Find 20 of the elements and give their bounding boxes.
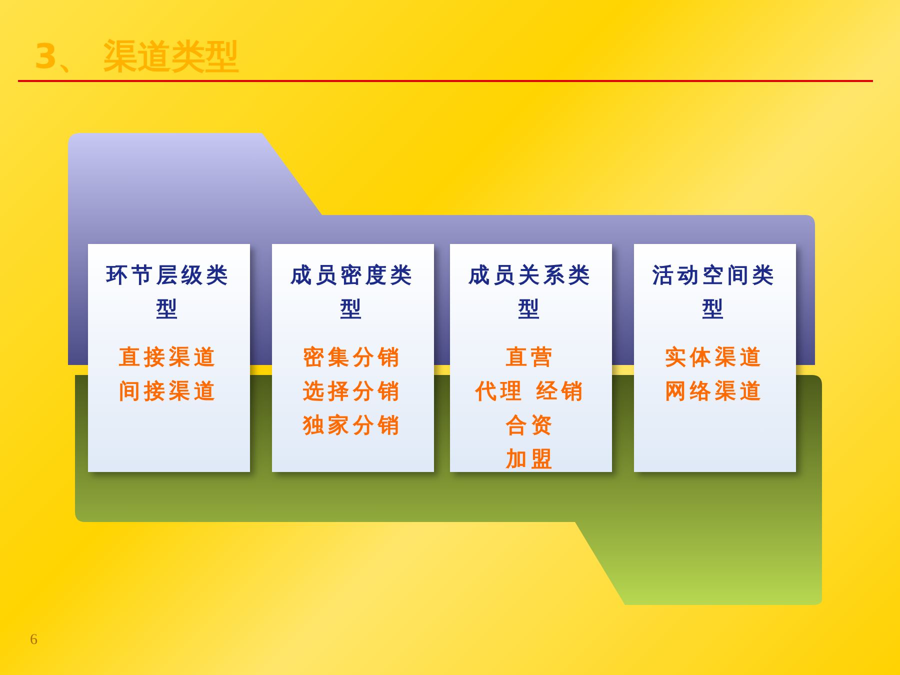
channel-type: 代理 经销 [475,377,587,405]
card-heading: 成员关系类型 [467,261,594,323]
channel-type: 实体渠道 [665,343,765,371]
channel-type: 合资 [506,411,556,439]
card-heading: 环节层级类型 [104,261,232,323]
channel-type: 选择分销 [303,377,403,405]
card-heading: 成员密度类型 [289,261,416,323]
channel-type: 网络渠道 [665,377,765,405]
category-card [272,244,434,472]
channel-type: 加盟 [506,445,556,473]
channel-type: 直营 [506,343,556,371]
category-card [450,244,612,472]
channel-type: 独家分销 [303,411,403,439]
card-heading: 活动空间类型 [651,261,778,323]
channel-type: 间接渠道 [119,377,219,405]
category-card [634,244,796,472]
category-card [88,244,250,472]
page-number: 6 [30,632,38,649]
channel-type: 直接渠道 [119,343,219,371]
channel-type: 密集分销 [303,343,403,371]
